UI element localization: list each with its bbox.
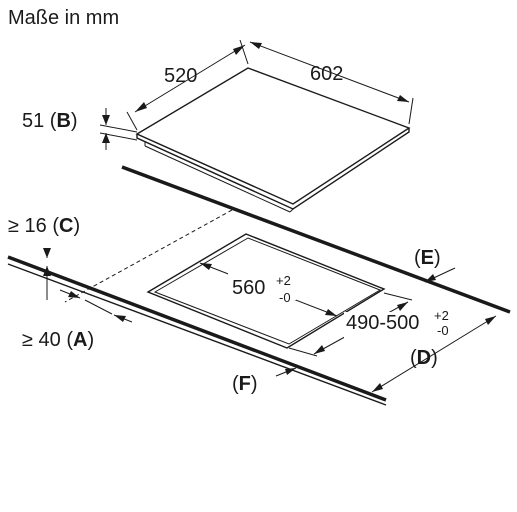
worktop-back-edge xyxy=(121,165,511,314)
cutout-width-tol-minus: -0 xyxy=(279,290,291,305)
dim-e: (E) xyxy=(414,247,456,283)
ref-a: A xyxy=(73,329,87,351)
dim-c: ≥ 16 (C) xyxy=(8,215,80,300)
units-label: Maße in mm xyxy=(8,7,119,29)
ref-c: C xyxy=(59,215,73,237)
svg-text:(D): (D) xyxy=(410,347,438,369)
hob-thickness-edge xyxy=(136,128,410,210)
min-front-label: ≥ 40 xyxy=(22,329,61,351)
worktop xyxy=(7,165,511,406)
dim-d: (D) xyxy=(371,315,497,393)
svg-text:≥ 16 (C): ≥ 16 (C) xyxy=(8,215,80,237)
dim-cutout-width: 560 +2 -0 xyxy=(199,262,338,317)
hob-depth-label: 602 xyxy=(310,63,343,85)
cutout-depth-tol-plus: +2 xyxy=(434,308,449,323)
ref-d: D xyxy=(417,347,431,369)
svg-text:(F): (F) xyxy=(232,373,258,395)
svg-text:(E): (E) xyxy=(414,247,441,269)
dim-hob-width: 520 xyxy=(126,39,249,131)
svg-text:51 (B): 51 (B) xyxy=(22,110,78,132)
hob-top-surface xyxy=(135,67,411,205)
cutout-inner xyxy=(153,237,382,345)
svg-text:560: 560 xyxy=(232,277,265,299)
cutout-depth-label: 490-500 xyxy=(346,312,419,334)
cutout-width-tol-plus: +2 xyxy=(276,273,291,288)
worktop-front-edge xyxy=(7,255,387,402)
cutout-outer xyxy=(146,233,386,349)
cutout-width-label: 560 xyxy=(232,277,265,299)
hob-height-label: 51 xyxy=(22,110,44,132)
dim-a: ≥ 40 (A) xyxy=(22,289,133,351)
min-thickness-label: ≥ 16 xyxy=(8,215,47,237)
ref-b: B xyxy=(56,110,70,132)
dim-hob-height: 51 (B) xyxy=(22,108,138,150)
hob xyxy=(135,67,411,213)
cutout-depth-tol-minus: -0 xyxy=(437,323,449,338)
hob-width-label: 520 xyxy=(164,65,197,87)
cutout xyxy=(146,233,386,349)
svg-text:≥ 40 (A): ≥ 40 (A) xyxy=(22,329,94,351)
ref-e: E xyxy=(421,247,434,269)
dim-f: (F) xyxy=(232,367,297,395)
ref-f: F xyxy=(239,373,251,395)
worktop-front-lower-edge xyxy=(7,263,387,406)
dim-hob-depth: 602 xyxy=(249,41,414,125)
dim-cutout-depth: 490-500 +2 -0 xyxy=(288,292,456,357)
